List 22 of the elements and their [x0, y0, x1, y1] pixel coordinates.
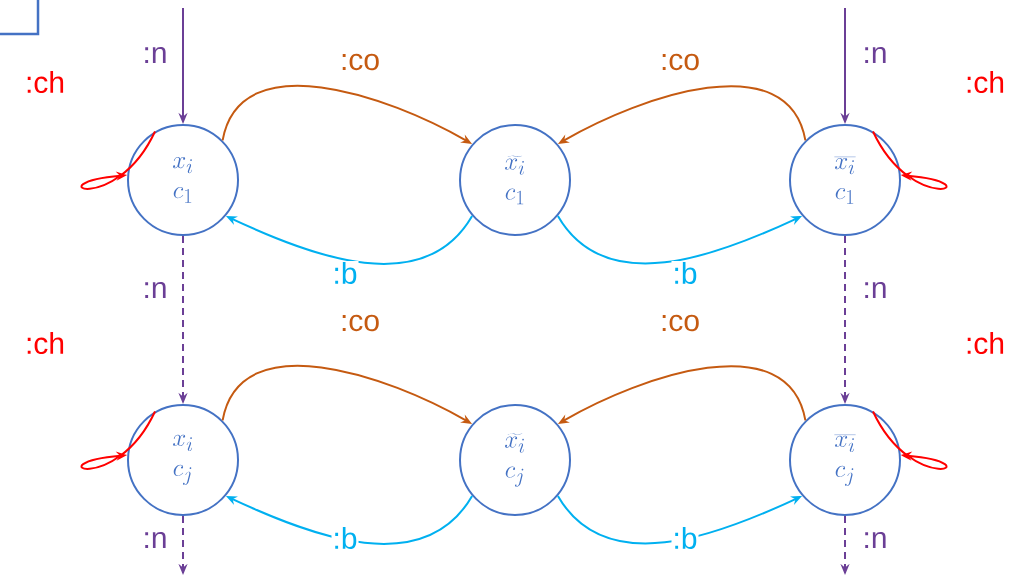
edge-label: :ch	[964, 70, 1006, 94]
edge-label: :b	[671, 261, 699, 285]
edge-label: :b	[331, 526, 359, 550]
edge-label: :ch	[24, 70, 66, 94]
edge-label: :b	[331, 261, 359, 285]
edge-label: :n	[861, 530, 889, 550]
edge-label: :n	[861, 280, 889, 300]
edge-label: :n	[141, 280, 169, 300]
edge-label: :n	[141, 530, 169, 550]
edge-label: :ch	[24, 331, 66, 355]
edge-label: :co	[339, 52, 381, 72]
arrow	[80, 130, 156, 190]
edge-label: :ch	[964, 331, 1006, 355]
edge-label: :n	[141, 45, 169, 65]
edge-label: :co	[659, 313, 701, 333]
edge-label: :n	[861, 45, 889, 65]
arrow	[872, 130, 948, 190]
edge-label: :b	[671, 526, 699, 550]
arrow	[80, 410, 156, 470]
edge-label: :co	[659, 52, 701, 72]
arrow	[872, 410, 948, 470]
edge-label: :co	[339, 313, 381, 333]
